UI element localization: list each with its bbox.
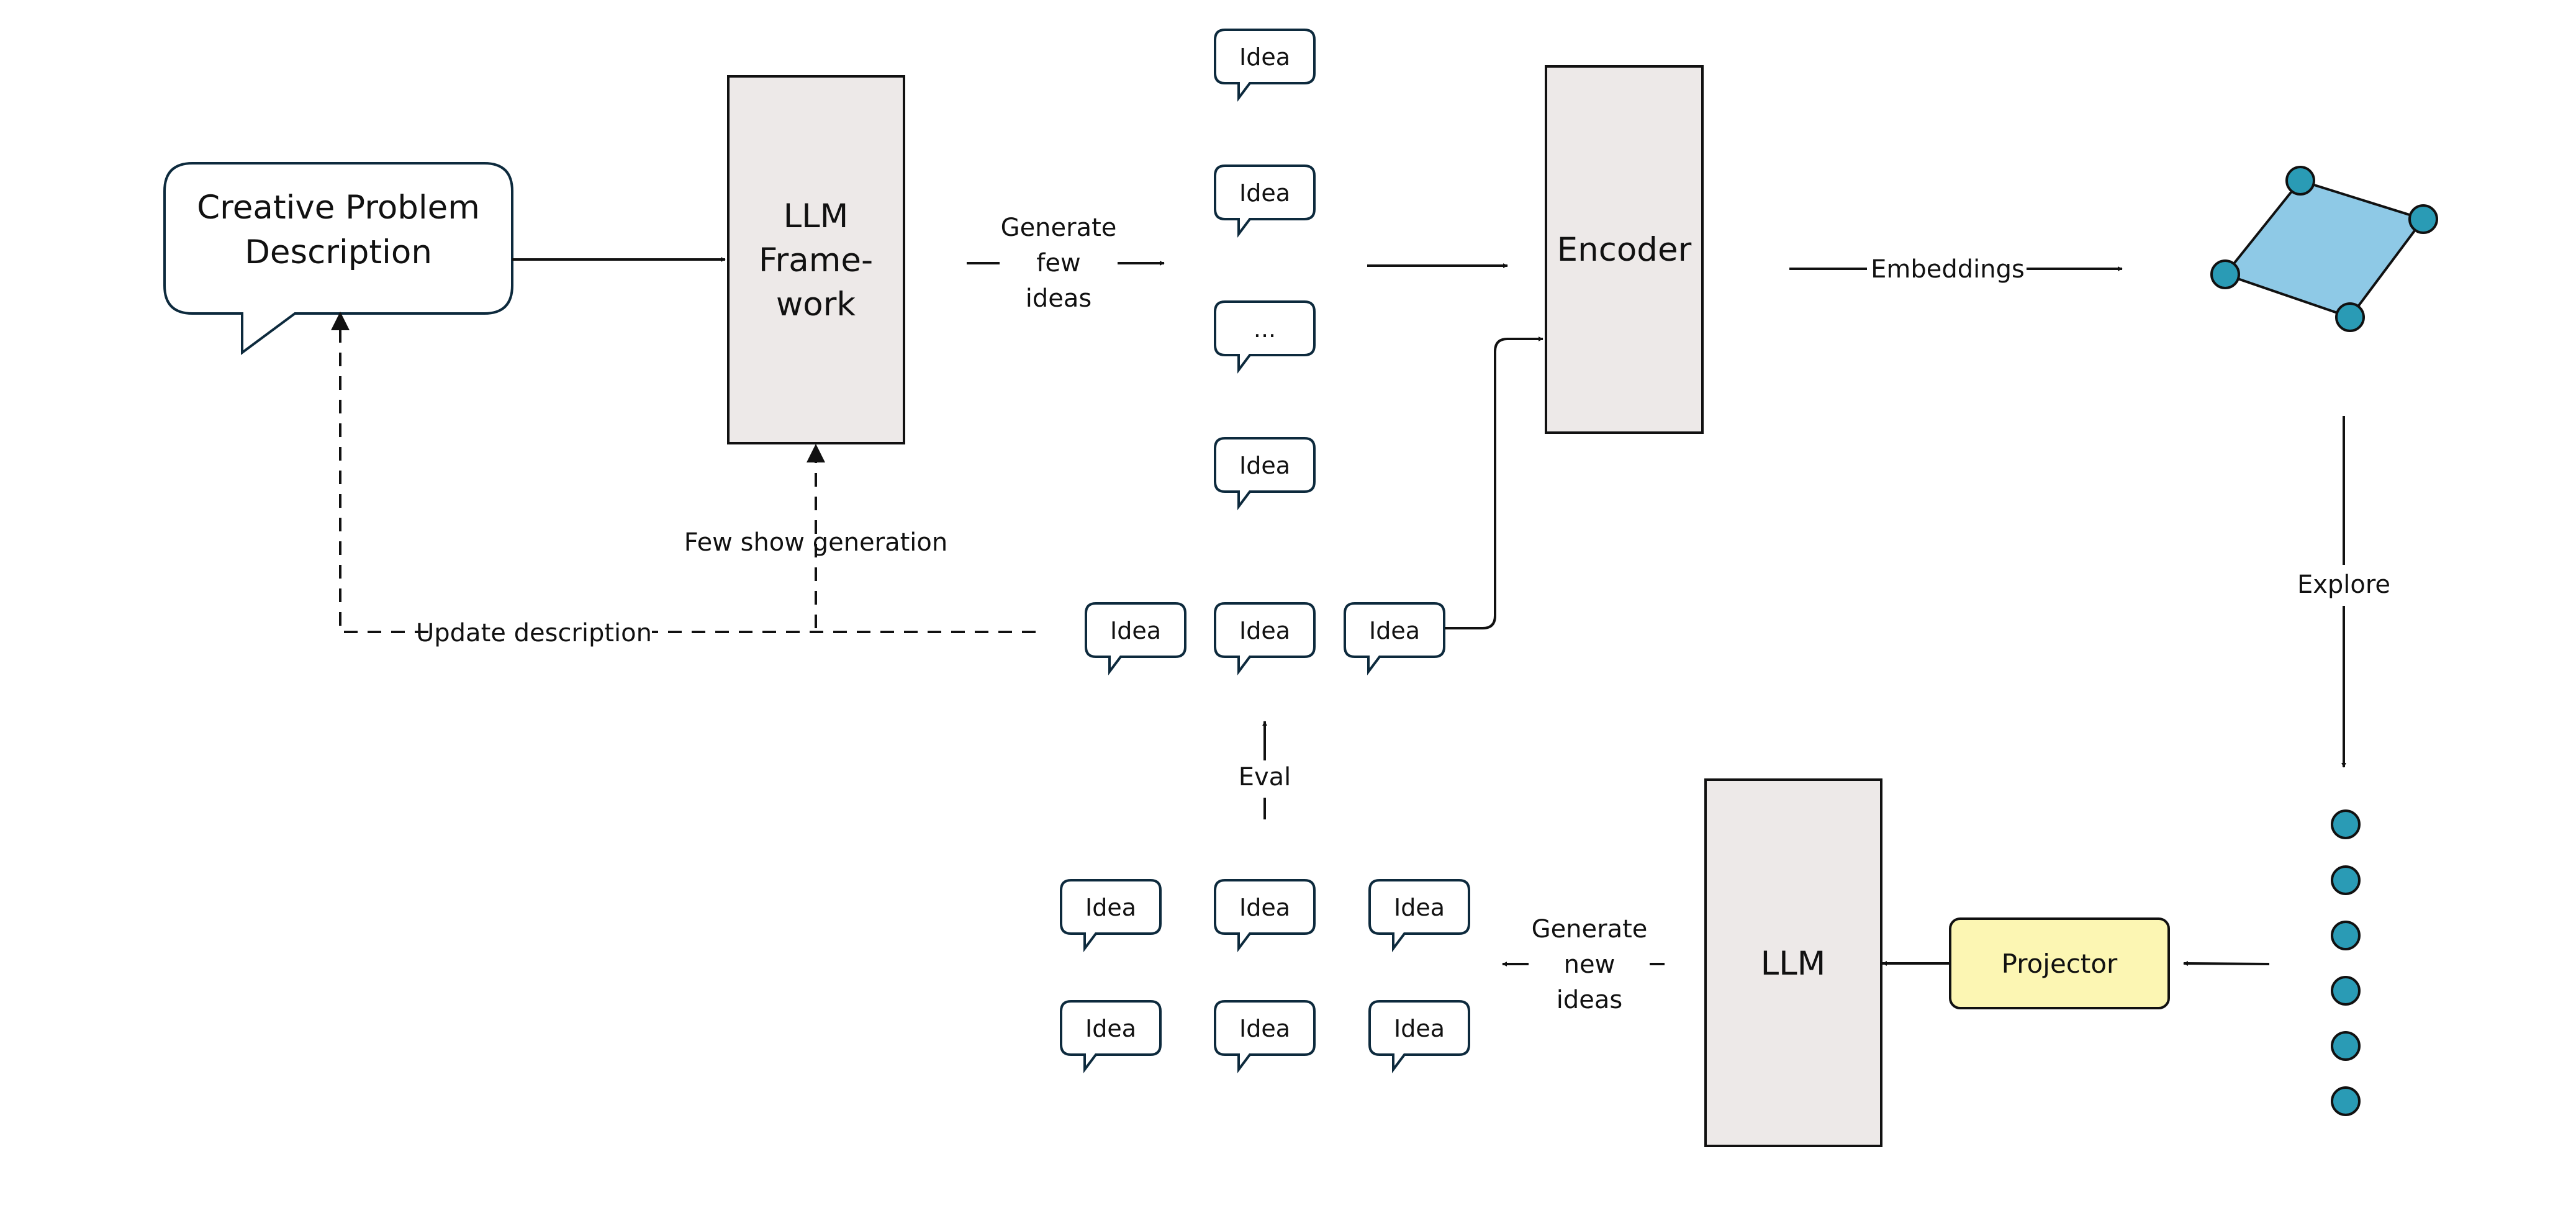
idea-bubble-shape xyxy=(1214,300,1316,374)
idea-bubble-shape xyxy=(1368,879,1470,952)
problem-title-line1: Creative Problem xyxy=(197,189,480,227)
label-eval: Eval xyxy=(1239,763,1291,791)
embedding-dot xyxy=(2408,204,2438,234)
idea-bubble: Idea xyxy=(1214,437,1316,510)
idea-bubble-shape xyxy=(1214,1000,1316,1073)
llm-label: LLM xyxy=(1761,945,1826,983)
idea-bubble-shape xyxy=(1214,29,1316,102)
idea-bubble-shape xyxy=(1214,602,1316,675)
projector-box: Projector xyxy=(1949,917,2170,1009)
idea-bubble: Idea xyxy=(1060,1000,1162,1073)
idea-label: Idea xyxy=(1369,617,1420,644)
llm-rect xyxy=(1704,778,1882,1147)
embedding-dot xyxy=(2285,166,2315,196)
idea-label: Idea xyxy=(1239,894,1290,921)
label-generate-new-line1: Generate xyxy=(1532,915,1648,944)
embedding-dot xyxy=(2210,259,2240,289)
idea-bubble: Idea xyxy=(1344,602,1445,675)
sampled-point xyxy=(2331,921,2361,950)
arrow-points-to-projector xyxy=(2183,961,2270,967)
idea-bubble: Idea xyxy=(1214,165,1316,238)
label-embeddings: Embeddings xyxy=(1871,255,2025,284)
sampled-points xyxy=(2331,809,2361,1116)
idea-bubble-shape xyxy=(1085,602,1186,675)
arrow-selected-to-encoder xyxy=(1445,336,1543,629)
idea-bubble: Idea xyxy=(1368,879,1470,952)
idea-label: Idea xyxy=(1239,452,1290,479)
problem-bubble-shape xyxy=(163,162,513,355)
label-update-description: Update description xyxy=(416,619,652,647)
idea-label: Idea xyxy=(1394,894,1445,921)
idea-label: Idea xyxy=(1110,617,1161,644)
idea-bubble-shape xyxy=(1214,165,1316,238)
encoder-rect xyxy=(1545,65,1704,434)
idea-bubble-shape xyxy=(1060,1000,1162,1073)
label-generate-few-line3: ideas xyxy=(1026,284,1091,313)
idea-label: Idea xyxy=(1239,43,1290,71)
idea-bubble-shape xyxy=(1344,602,1445,675)
llm-framework-box: LLM Frame- work xyxy=(727,75,905,444)
encoder-box: Encoder xyxy=(1545,65,1704,434)
llm-framework-line1: LLM xyxy=(784,197,849,235)
idea-bubble-shape xyxy=(1214,437,1316,510)
idea-bubble-shape xyxy=(1214,879,1316,952)
idea-bubble: Idea xyxy=(1214,879,1316,952)
projector-label: Projector xyxy=(2002,949,2118,979)
sampled-point xyxy=(2331,976,2361,1006)
idea-label: Idea xyxy=(1239,1015,1290,1042)
idea-label: Idea xyxy=(1239,179,1290,207)
label-generate-new-line3: ideas xyxy=(1557,986,1622,1014)
label-generate-few-line1: Generate xyxy=(1001,214,1117,242)
connectors xyxy=(331,257,2346,967)
embedding-dot xyxy=(2335,302,2365,332)
embedding-polygon xyxy=(2223,179,2426,319)
sampled-point xyxy=(2331,1031,2361,1061)
label-generate-new-line2: new xyxy=(1564,950,1616,979)
idea-label: Idea xyxy=(1394,1015,1445,1042)
idea-bubble: Idea xyxy=(1214,602,1316,675)
idea-bubble-shape xyxy=(1368,1000,1470,1073)
embedding-space-icon xyxy=(2210,166,2438,332)
flow-labels: Generate few ideas Embeddings Explore Ge… xyxy=(416,214,2390,1014)
idea-label: Idea xyxy=(1085,1015,1136,1042)
llm-framework-line2: Frame- xyxy=(759,241,873,279)
idea-bubble-shape xyxy=(1060,879,1162,952)
problem-title-line2: Description xyxy=(245,233,432,271)
idea-bubble: Idea xyxy=(1214,1000,1316,1073)
label-generate-few-line2: few xyxy=(1036,249,1080,277)
creative-problem-bubble: Creative Problem Description xyxy=(163,162,513,355)
sampled-point xyxy=(2331,809,2361,839)
idea-bubble: Idea xyxy=(1214,29,1316,102)
idea-bubble: Idea xyxy=(1085,602,1186,675)
idea-label: ... xyxy=(1254,315,1276,343)
llm-framework-line3: work xyxy=(776,286,856,323)
idea-bubble: Idea xyxy=(1368,1000,1470,1073)
idea-bubble: Idea xyxy=(1060,879,1162,952)
label-few-show-generation: Few show generation xyxy=(684,528,948,557)
llm-box: LLM xyxy=(1704,778,1882,1147)
idea-label: Idea xyxy=(1085,894,1136,921)
label-explore: Explore xyxy=(2297,570,2390,599)
dashed-update-to-problem xyxy=(331,312,428,633)
llm-framework-rect xyxy=(727,75,905,444)
sampled-point xyxy=(2331,865,2361,895)
sampled-point xyxy=(2331,1086,2361,1116)
encoder-label: Encoder xyxy=(1557,231,1692,269)
idea-bubble: ... xyxy=(1214,300,1316,374)
idea-label: Idea xyxy=(1239,617,1290,644)
